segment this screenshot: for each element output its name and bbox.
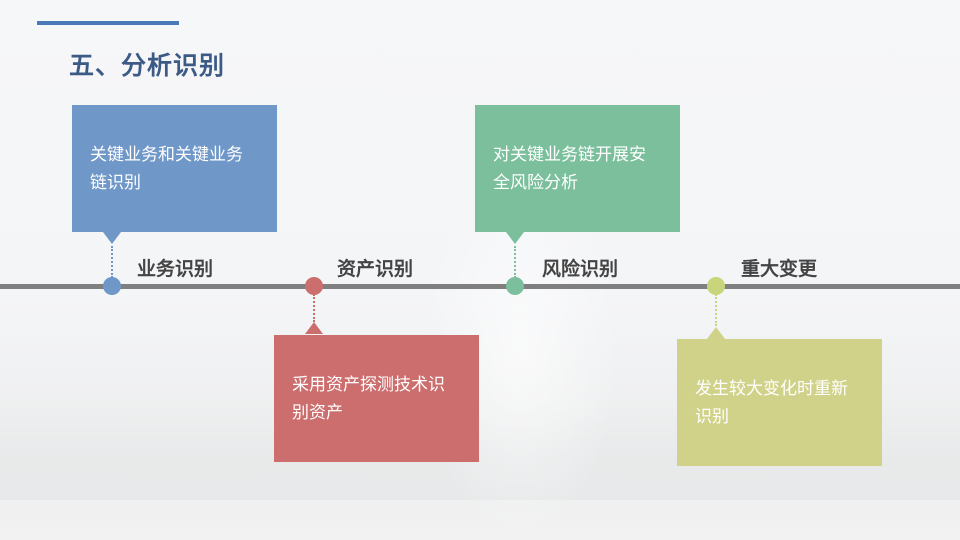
step-1-dot — [103, 277, 121, 295]
step-3-dot — [506, 277, 524, 295]
timeline-axis — [0, 284, 960, 289]
step-1-label: 业务识别 — [137, 258, 214, 280]
step-2-connector — [313, 294, 315, 322]
step-3-description-box: 对关键业务链开展安全风险分析 — [475, 105, 680, 232]
step-4-label: 重大变更 — [741, 258, 818, 280]
step-3-label: 风险识别 — [542, 258, 619, 280]
step-4-dot — [707, 277, 725, 295]
title-accent-bar — [37, 21, 179, 25]
step-4-connector — [715, 294, 717, 326]
step-2-dot — [305, 277, 323, 295]
step-2-label: 资产识别 — [337, 258, 414, 280]
step-2-description-box: 采用资产探测技术识别资产 — [274, 335, 479, 462]
step-4-description: 发生较大变化时重新识别 — [695, 379, 848, 427]
step-2-description: 采用资产探测技术识别资产 — [292, 375, 445, 423]
step-2-pointer — [305, 322, 323, 334]
step-1-description: 关键业务和关键业务链识别 — [90, 145, 243, 193]
step-3-connector — [514, 246, 516, 278]
step-1-pointer — [103, 232, 121, 244]
step-4-pointer — [707, 327, 725, 339]
step-3-description: 对关键业务链开展安全风险分析 — [493, 145, 646, 193]
step-1-connector — [111, 246, 113, 278]
page-title: 五、分析识别 — [69, 51, 226, 80]
step-4-description-box: 发生较大变化时重新识别 — [677, 339, 882, 466]
step-3-pointer — [506, 232, 524, 244]
step-1-description-box: 关键业务和关键业务链识别 — [72, 105, 277, 232]
